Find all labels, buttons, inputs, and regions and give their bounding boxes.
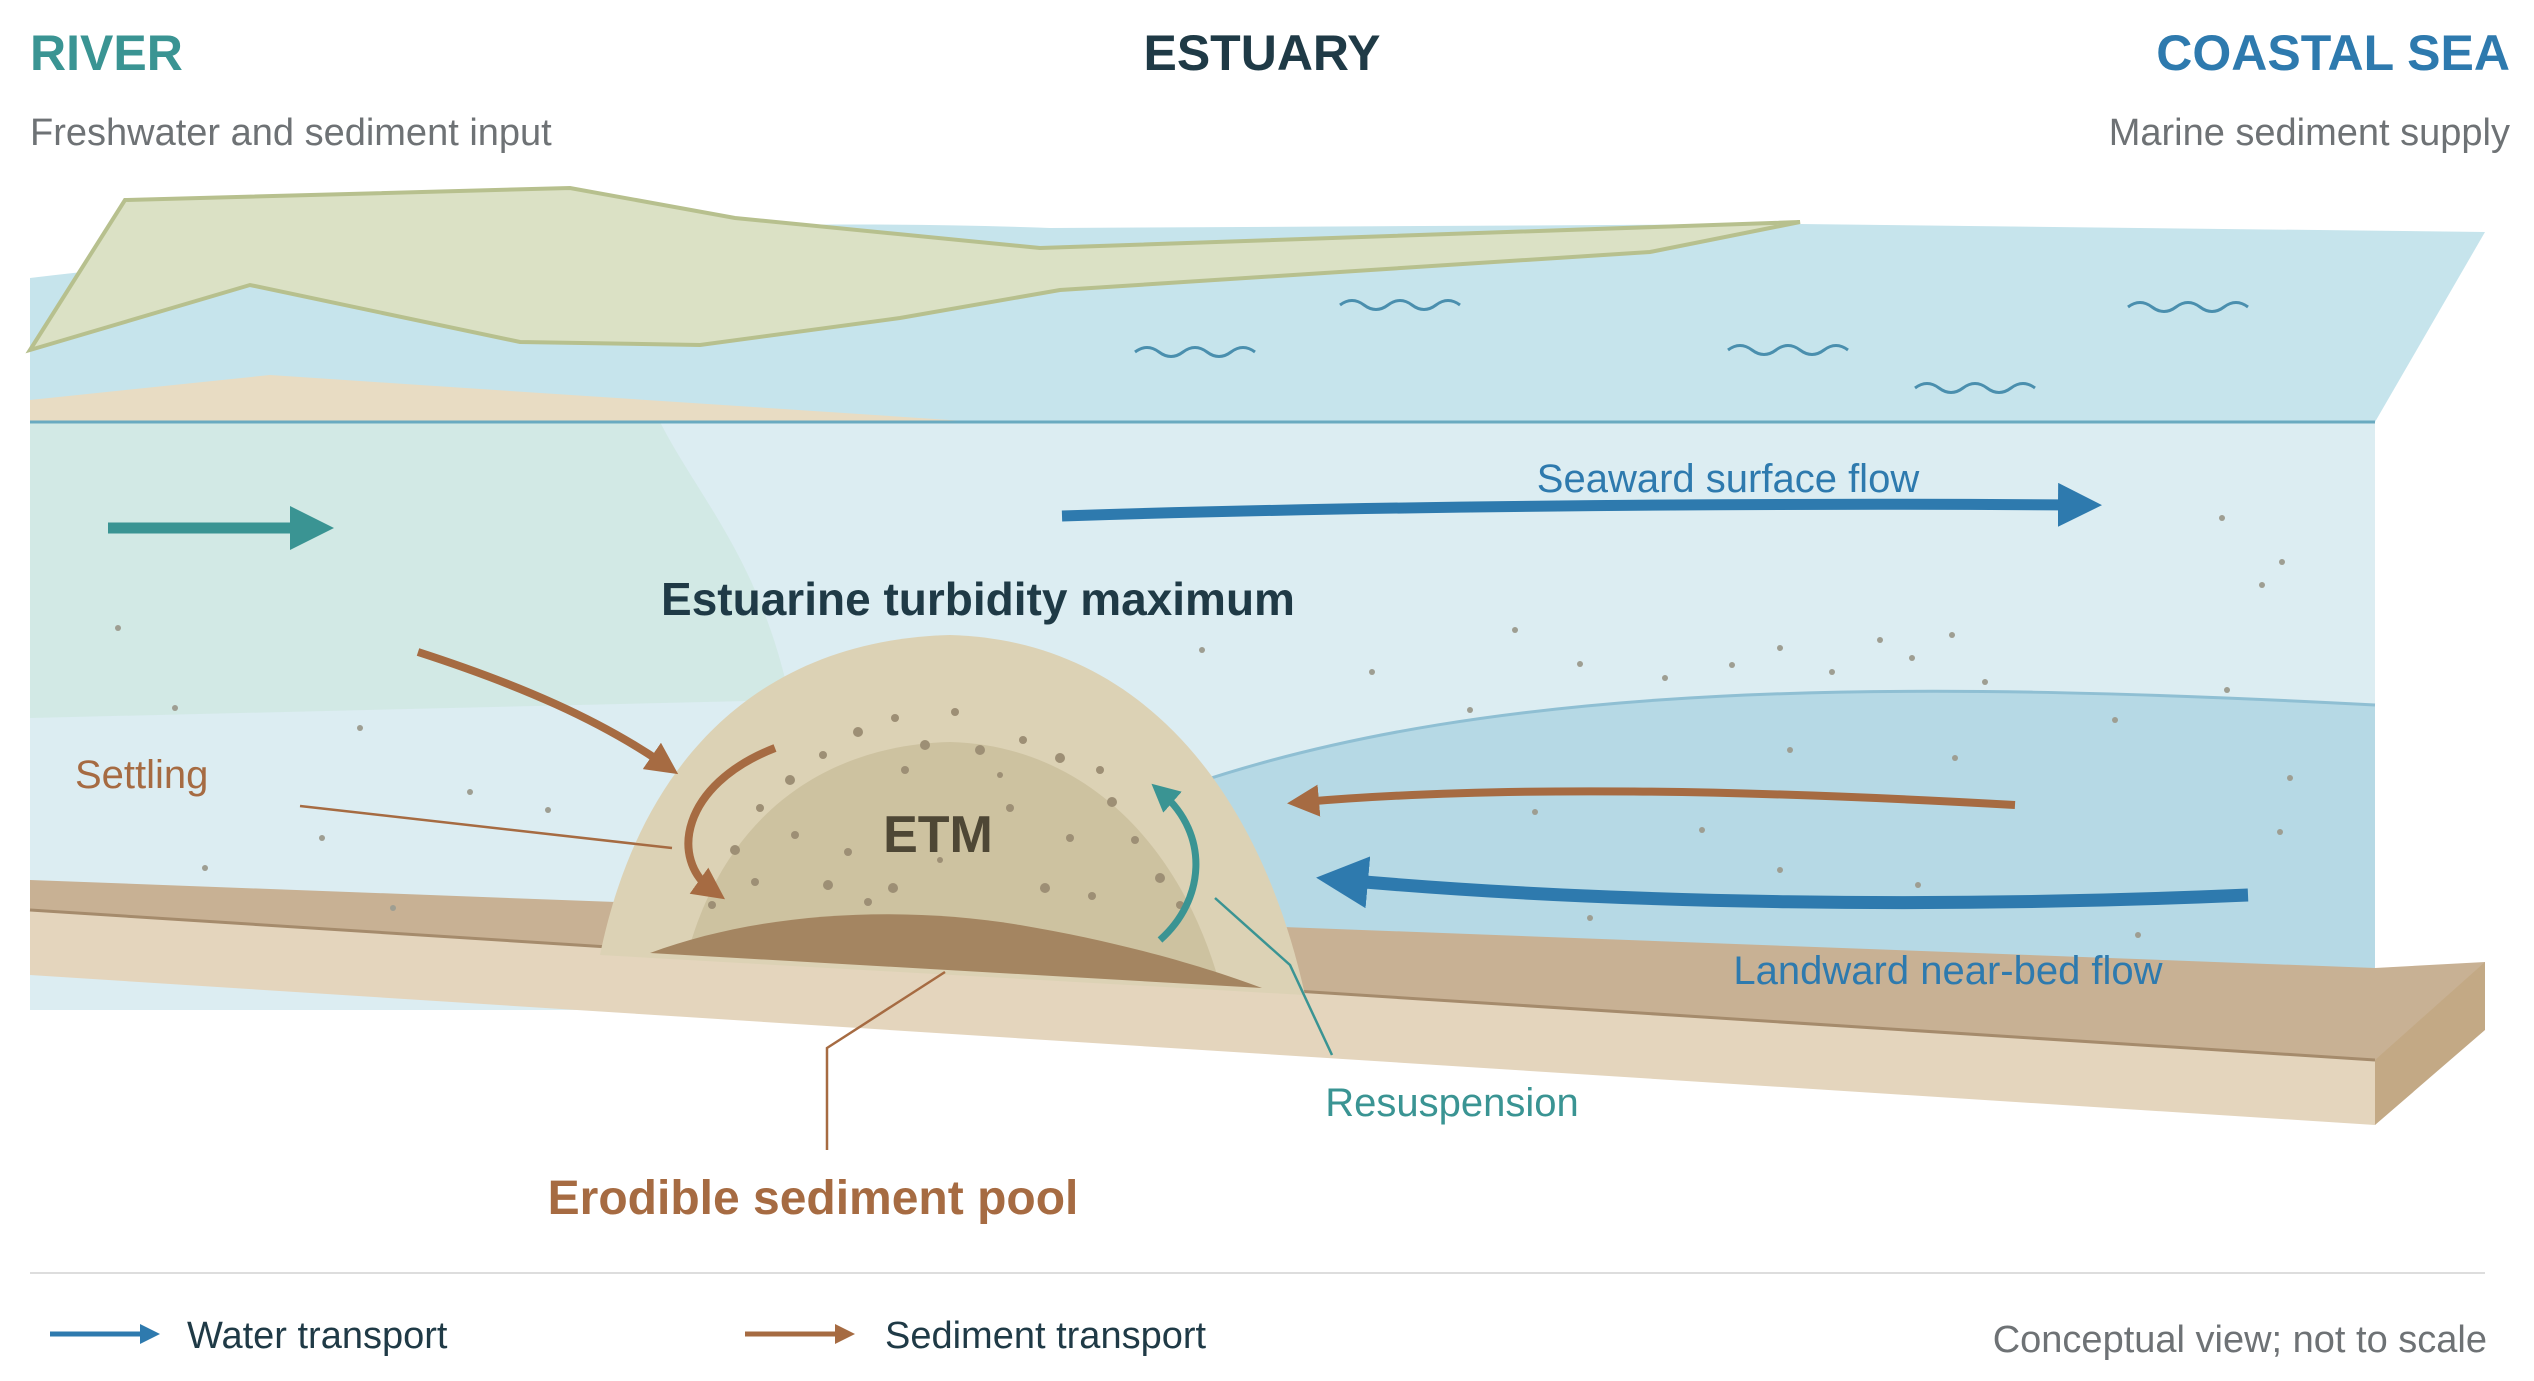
coastal-sea-subtitle: Marine sediment supply (2109, 112, 2510, 154)
sediment-pool-label: Erodible sediment pool (548, 1172, 1079, 1225)
suspended-particles (115, 515, 2293, 938)
coastal-sea-title: COASTAL SEA (2156, 25, 2510, 81)
resuspension-label: Resuspension (1325, 1081, 1579, 1125)
seaward-flow-label: Seaward surface flow (1537, 457, 1920, 501)
freshwater-plume (30, 422, 790, 718)
landward-sediment-arrow (1287, 784, 2016, 817)
etm-particles (708, 708, 1184, 909)
resuspension-arrow (1151, 783, 1200, 943)
estuary-title: ESTUARY (1143, 25, 1380, 81)
river-title: RIVER (30, 25, 183, 81)
legend-sediment: Sediment transport (745, 1315, 1206, 1357)
settling-leader (299, 804, 673, 850)
seabed-front (30, 910, 2375, 1125)
erodible-sediment-pool (650, 914, 1262, 988)
riverbank-land (25, 185, 1801, 354)
river-subtitle: Freshwater and sediment input (30, 112, 552, 154)
legend-water-label: Water transport (187, 1315, 448, 1357)
etm-label: ETM (883, 806, 993, 864)
settling-arrow (416, 648, 679, 775)
pool-leader (825, 970, 946, 1150)
legend-water: Water transport (50, 1315, 448, 1357)
landward-flow-label: Landward near-bed flow (1733, 949, 2162, 993)
etm-circulation-arrow (684, 744, 777, 900)
seaward-surface-flow-arrow (1061, 482, 2102, 527)
settling-label: Settling (75, 753, 208, 797)
seabed-side (2375, 962, 2485, 1125)
resuspension-leader (1214, 897, 1334, 1056)
sandbar (30, 375, 980, 422)
landward-near-bed-flow-arrow (1316, 856, 2249, 910)
scale-note: Conceptual view; not to scale (1993, 1319, 2487, 1361)
wave-marks (1134, 299, 2249, 394)
saltwater-wedge (1190, 691, 2375, 1010)
legend-sediment-label: Sediment transport (885, 1315, 1206, 1357)
etm-title-label: Estuarine turbidity maximum (661, 573, 1295, 625)
